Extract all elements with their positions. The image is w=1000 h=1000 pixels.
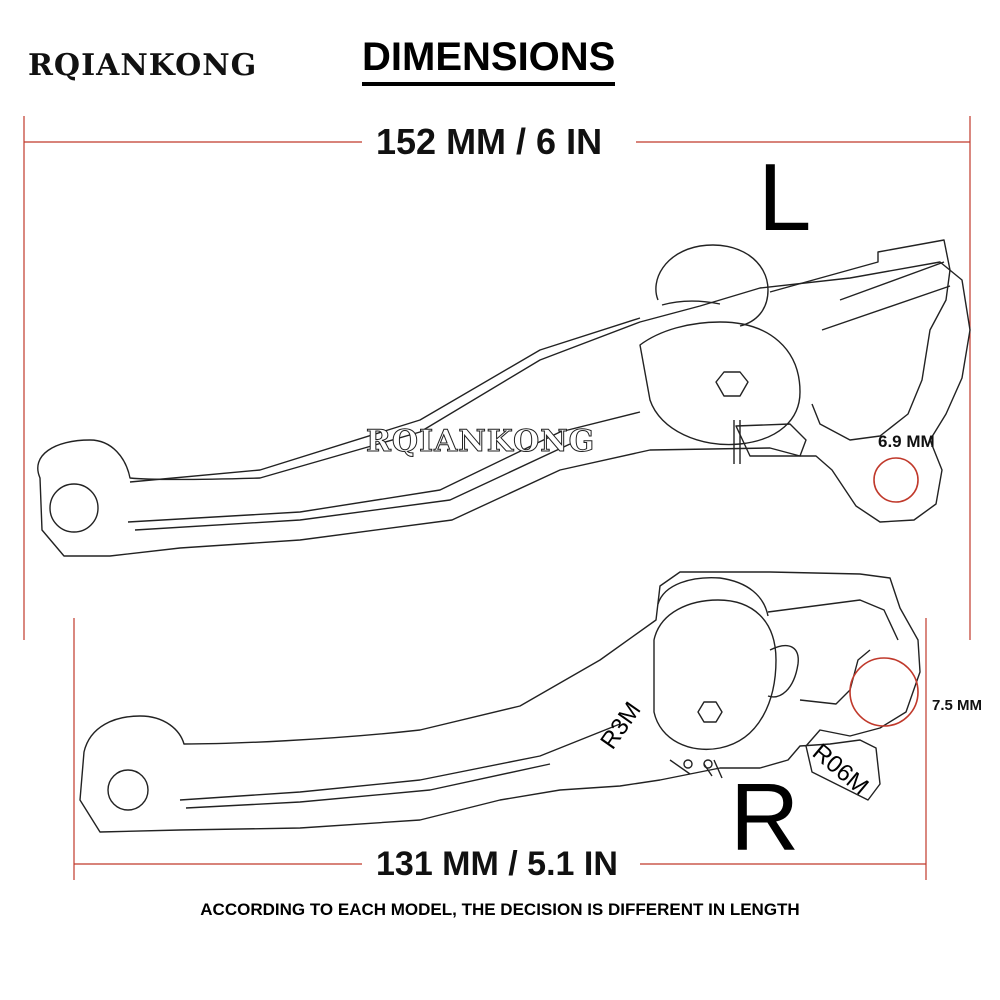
left-lever-letter: L xyxy=(758,144,812,251)
length-disclaimer: ACCORDING TO EACH MODEL, THE DECISION IS… xyxy=(200,900,800,919)
watermark: RQIANKONG xyxy=(365,424,596,460)
right-lever-letter: R xyxy=(730,764,800,871)
left-hole-marker xyxy=(873,457,919,503)
left-lever-drawing xyxy=(37,239,971,557)
page-title: DIMENSIONS xyxy=(362,34,616,86)
right-lever-length-label: 131 MM / 5.1 IN xyxy=(368,842,626,886)
right-lever-drawing xyxy=(79,571,921,833)
right-hole-size-label: 7.5 MM xyxy=(932,697,983,714)
bottom-dimension-line xyxy=(73,618,927,880)
left-hole-size-label: 6.9 MM xyxy=(878,432,935,451)
right-hole-marker xyxy=(849,657,919,727)
brand-logo: RQIANKONG xyxy=(28,48,258,83)
left-lever-length-label: 152 MM / 6 IN xyxy=(368,120,611,164)
top-dimension-line xyxy=(23,116,971,640)
